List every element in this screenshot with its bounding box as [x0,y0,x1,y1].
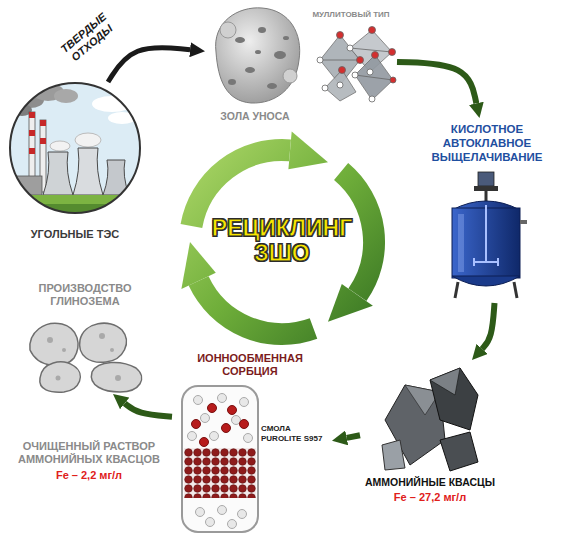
fly-ash-picture [216,8,300,103]
node-label: МУЛЛИТОВЫЙ ТИП [305,10,397,20]
power-plant-picture [9,82,141,216]
flow-arrow [125,403,172,416]
flow-arrow [482,303,494,349]
node-label: ПРОИЗВОДСТВО ГЛИНОЗЕМА [15,282,155,308]
flow-arrow [347,435,360,438]
resin-label: СМОЛА PUROLITE S957 [261,424,331,443]
node-label: ЗОЛА УНОСА [205,110,305,123]
iron-value: Fe – 27,2 мг/л [360,491,500,504]
process-label: КИСЛОТНОЕ АВТОКЛАВНОЕ ВЫЩЕЛАЧИВАНИЕ [412,123,562,164]
solution-label: ОЧИЩЕННЫЙ РАСТВОР АММОНИЙНЫХ КВАСЦОВ [8,440,170,466]
mullite-node: МУЛЛИТОВЫЙ ТИП [305,8,397,106]
alumina-node: ПРОИЗВОДСТВО ГЛИНОЗЕМА [15,282,155,394]
edge-label: ТВЕРДЫЕ ОТХОДЫ [54,7,122,70]
process-label: ИОННООБМЕННАЯ СОРБЦИЯ [172,352,328,378]
mullite-structure [317,27,396,103]
ion-exchange-column [182,386,258,532]
sorption-node: ИОННООБМЕННАЯ СОРБЦИЯ СМОЛА PUROLITE S957 [172,352,332,537]
power-plant-node: УГОЛЬНЫЕ ТЭС [9,82,141,254]
node-label: УГОЛЬНЫЕ ТЭС [9,228,141,241]
recycle-arrows [181,131,374,334]
diagram-title: РЕЦИКЛИНГ ЗШО [202,216,362,266]
iron-value: Fe – 2,2 мг/л [8,469,170,482]
autoclave-reactor [452,172,527,298]
alum-crystals [382,368,478,471]
flow-arrow [108,48,190,82]
alumina-lumps [30,323,142,392]
node-label: АММОНИЙНЫЕ КВАСЦЫ [360,476,500,489]
fly-ash-node: ЗОЛА УНОСА [205,0,305,128]
alum-node: АММОНИЙНЫЕ КВАСЦЫ Fe – 27,2 мг/л [360,360,500,520]
leaching-node: КИСЛОТНОЕ АВТОКЛАВНОЕ ВЫЩЕЛАЧИВАНИЕ [412,118,562,303]
flow-arrow [397,62,476,103]
